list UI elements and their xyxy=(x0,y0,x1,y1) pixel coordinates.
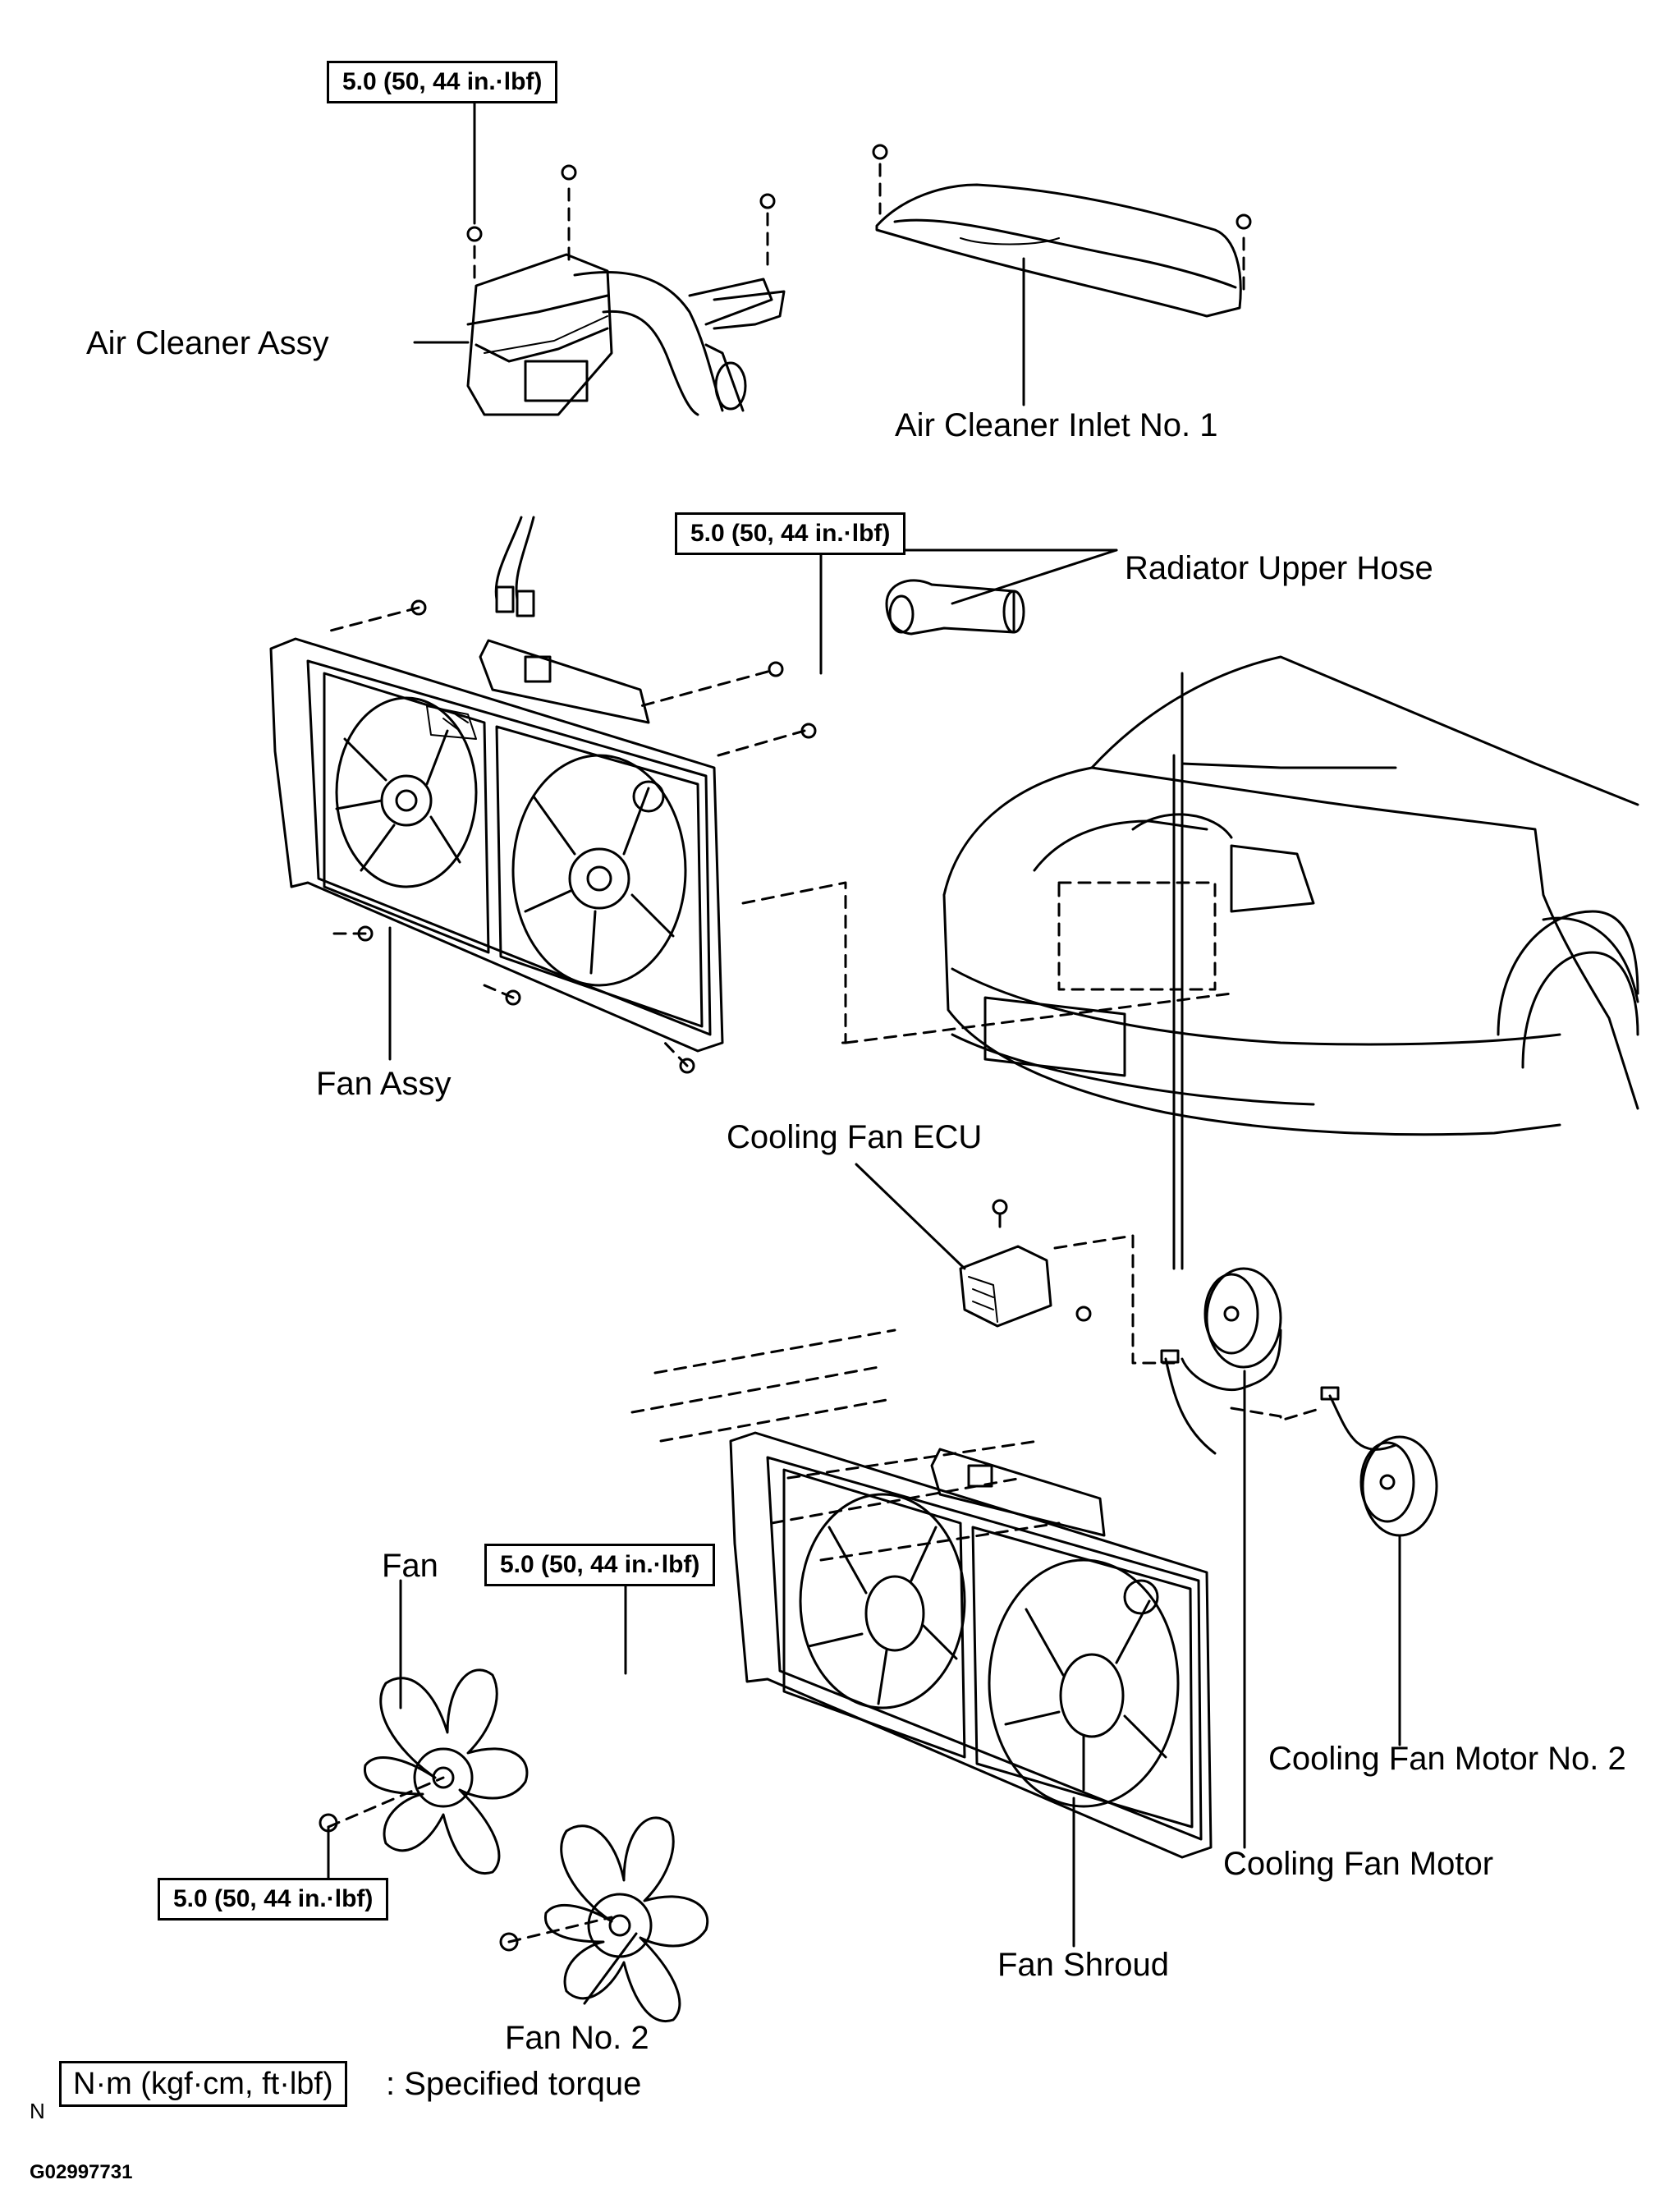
cooling-fan-ecu-drawing xyxy=(959,1199,1092,1328)
label-air-cleaner-assy: Air Cleaner Assy xyxy=(86,325,329,361)
label-fan-no2: Fan No. 2 xyxy=(505,2020,649,2056)
air-cleaner-inlet-drawing xyxy=(872,144,1252,318)
label-fan: Fan xyxy=(382,1548,438,1584)
legend-specified-torque: : Specified torque xyxy=(386,2066,642,2102)
torque-box-fan-shroud: 5.0 (50, 44 in.·lbf) xyxy=(484,1544,716,1586)
legend-prefix: N xyxy=(30,2099,45,2123)
fan-drawing xyxy=(319,1668,529,1875)
label-fan-shroud: Fan Shroud xyxy=(997,1947,1170,1983)
fan-shroud-drawing xyxy=(729,1431,1213,1859)
dashed-guides xyxy=(323,163,1323,1944)
cooling-fan-motor-no2-drawing xyxy=(1320,1386,1438,1537)
leader-lines xyxy=(327,97,1401,2005)
label-air-cleaner-inlet: Air Cleaner Inlet No. 1 xyxy=(895,407,1218,443)
label-cooling-fan-motor: Cooling Fan Motor xyxy=(1223,1846,1494,1882)
figure-code: G02997731 xyxy=(30,2161,133,2183)
fan-no2-drawing xyxy=(499,1816,709,2023)
torque-box-air-cleaner: 5.0 (50, 44 in.·lbf) xyxy=(327,61,558,103)
label-cooling-fan-ecu: Cooling Fan ECU xyxy=(727,1119,983,1155)
label-fan-assy: Fan Assy xyxy=(316,1066,452,1102)
fan-assy-drawing xyxy=(269,516,817,1074)
label-cooling-fan-motor-no2: Cooling Fan Motor No. 2 xyxy=(1268,1741,1626,1777)
car-front-drawing xyxy=(942,655,1639,1136)
legend-torque-box: N·m (kgf·cm, ft·lbf) xyxy=(59,2061,347,2107)
cooling-fan-motor-drawing xyxy=(1160,1267,1282,1455)
radiator-upper-hose-drawing xyxy=(885,579,1025,636)
label-radiator-upper-hose: Radiator Upper Hose xyxy=(1125,550,1433,586)
torque-box-fan-assy: 5.0 (50, 44 in.·lbf) xyxy=(675,512,906,555)
air-cleaner-assy-drawing xyxy=(466,164,786,416)
torque-box-fan-nut: 5.0 (50, 44 in.·lbf) xyxy=(158,1878,389,1921)
